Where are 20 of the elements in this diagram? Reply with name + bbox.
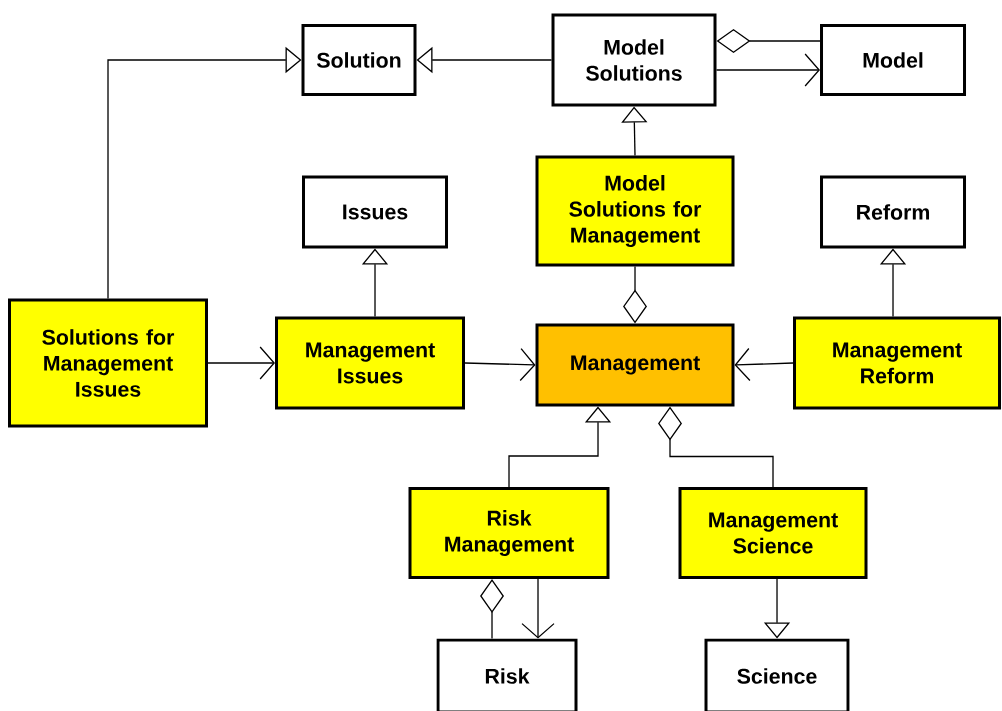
arrow [207,346,275,380]
class-box: Risk [436,638,578,711]
class-box: Management [535,323,735,407]
arrow [464,347,536,382]
class-box: Issues [302,175,448,249]
arrow [715,53,820,87]
class-box: Risk Management [408,487,610,579]
class-box: Model [820,24,966,96]
class-box: Reform [820,175,966,249]
aggregation-line [658,406,774,488]
aggregation-line [480,579,504,640]
class-box: Management Science [678,487,868,579]
class-box: Science [704,638,850,711]
class-box: Solutions for Management Issues [8,298,208,428]
arrow [107,46,302,300]
class-box: Model Solutions [551,13,717,107]
class-box: Model Solutions for Management [535,155,735,267]
class-box: Management Reform [793,316,1001,410]
class-box: Solution [301,24,417,96]
class-box: Management Issues [275,316,465,410]
